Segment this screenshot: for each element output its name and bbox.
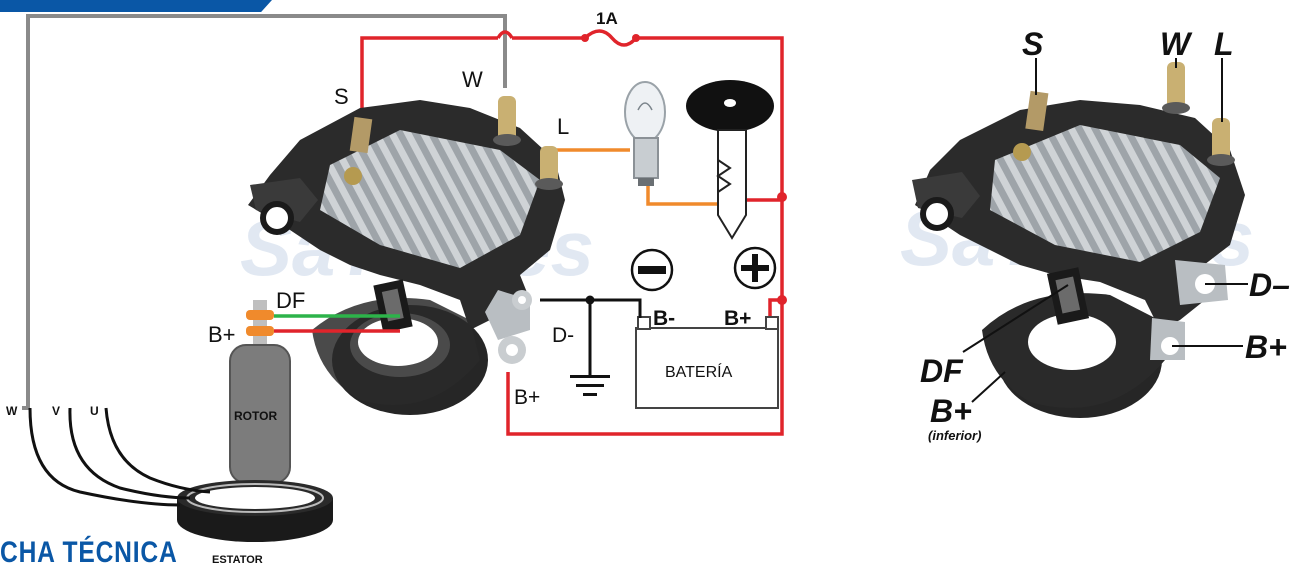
ignition-key-icon [686, 80, 774, 240]
dminus-label: D- [552, 324, 574, 347]
top-accent-bar [0, 0, 272, 12]
rotor [229, 300, 291, 484]
indicator-lamp-icon [624, 81, 666, 186]
footer-title: CHA TÉCNICA [0, 536, 178, 569]
right-df-label: DF [920, 353, 964, 389]
phase-v-wire [68, 407, 191, 500]
terminal-df-label: DF [276, 288, 305, 313]
phase-v-label: V [52, 404, 60, 418]
wire-black-dminus [540, 298, 642, 318]
plus-sign-icon [733, 246, 777, 290]
leader-bplus-lower [971, 371, 1006, 403]
voltage-regulator-right [912, 62, 1245, 418]
battery-positive-label: B+ [724, 307, 751, 330]
phase-w-wire [28, 407, 181, 507]
leader-df [962, 284, 1069, 353]
terminal-s-label: S [334, 84, 349, 109]
terminal-bplus-bottom-label: B+ [514, 386, 540, 409]
stator [177, 480, 333, 542]
ground-icon [570, 375, 610, 396]
battery-label: BATERÍA [665, 362, 733, 381]
battery-negative-label: B- [653, 307, 675, 330]
right-inferior-label: (inferior) [928, 428, 981, 443]
right-bplus-lower-label: B+ [930, 393, 972, 429]
minus-sign-icon [630, 248, 674, 292]
wire-gray-w [22, 14, 507, 410]
terminal-bplus-rotor-label: B+ [208, 322, 236, 347]
phase-w-label: W [6, 404, 18, 418]
rotor-label: ROTOR [234, 409, 277, 423]
fuse-symbol [583, 29, 638, 47]
phase-u-label: U [90, 404, 99, 418]
right-w-label: W [1160, 26, 1193, 62]
right-bplus-label: B+ [1245, 329, 1287, 365]
right-l-label: L [1214, 26, 1234, 62]
battery [635, 316, 779, 409]
right-dminus-label: D– [1249, 267, 1290, 303]
terminal-w-label: W [462, 67, 483, 92]
right-s-label: S [1022, 26, 1044, 62]
wire-red-main [506, 36, 784, 436]
wire-red-s [360, 36, 498, 120]
phase-u-wire [104, 407, 211, 494]
fuse-label: 1A [596, 9, 618, 28]
stator-label: ESTATOR [212, 554, 263, 566]
terminal-l-label: L [557, 114, 569, 139]
